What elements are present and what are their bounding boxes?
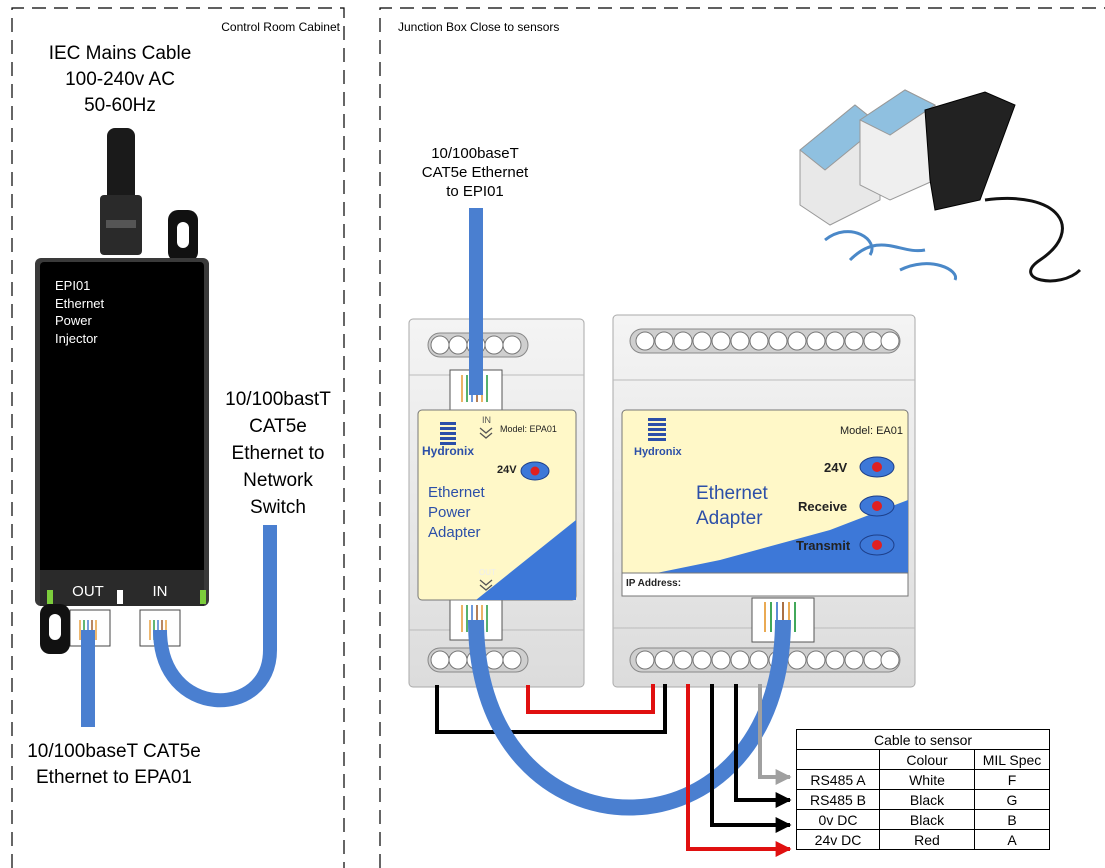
table-cell-mil: B	[974, 809, 1050, 830]
ea01-24v-label: 24V	[824, 460, 848, 475]
table-row: RS485 B Black G	[796, 789, 1050, 810]
injector-out-port-label: OUT	[72, 583, 104, 600]
ea01-brand: Hydronix	[634, 446, 682, 458]
ea01-transmit-label: Transmit	[796, 538, 851, 553]
table-cell-signal: 0v DC	[796, 809, 880, 830]
epa-ea-ethernet-cable	[468, 619, 791, 816]
table-title: Cable to sensor	[796, 729, 1050, 750]
injector-label: EPI01 Ethernet Power Injector	[55, 278, 105, 346]
ea01-receive-label: Receive	[798, 499, 848, 514]
table-title-row: Cable to sensor	[796, 729, 1050, 750]
table-header-colour: Colour	[879, 749, 975, 770]
epa01-brand-logo-icon	[440, 422, 456, 445]
epa01-out-chevron-icon	[479, 579, 493, 591]
ea01-model: Model: EA01	[840, 425, 903, 437]
table-cell-colour: Red	[879, 829, 975, 850]
epa01-model: Model: EPA01	[500, 424, 557, 434]
table-row: 24v DC Red A	[796, 829, 1050, 850]
epa-ea-power-wires	[435, 684, 667, 734]
junction-box-region	[379, 7, 1105, 868]
sensor-wires	[686, 684, 792, 857]
table-cell-mil: A	[974, 829, 1050, 850]
table-cell-colour: White	[879, 769, 975, 790]
table-cell-colour: Black	[879, 789, 975, 810]
network-ethernet-cable	[153, 525, 277, 708]
control-room-region	[11, 7, 345, 868]
epa01-in-label: IN	[482, 415, 491, 425]
epa01-24v-label: 24V	[497, 464, 517, 476]
table-cell-mil: G	[974, 789, 1050, 810]
epa01-module	[408, 318, 585, 688]
table-row: RS485 A White F	[796, 769, 1050, 790]
table-cell-signal: RS485 B	[796, 789, 880, 810]
injector-device	[35, 128, 209, 654]
ea01-module	[612, 314, 916, 688]
table-cell-signal: RS485 A	[796, 769, 880, 790]
product-photo	[799, 89, 1082, 283]
sensor-cable-table: Cable to sensor Colour MIL Spec RS485 A …	[796, 729, 1050, 850]
table-cell-signal: 24v DC	[796, 829, 880, 850]
epa01-in-chevron-icon	[479, 427, 493, 439]
injector-in-port-label: IN	[152, 583, 168, 600]
table-cell-mil: F	[974, 769, 1050, 790]
table-cell-colour: Black	[879, 809, 975, 830]
ea01-brand-logo-icon	[648, 418, 666, 441]
epa01-brand: Hydronix	[422, 444, 475, 458]
epa01-out-label: OUT	[479, 568, 496, 577]
table-header-row: Colour MIL Spec	[796, 749, 1050, 770]
table-row: 0v DC Black B	[796, 809, 1050, 830]
table-header-mil-spec: MIL Spec	[974, 749, 1050, 770]
ea01-ip-address-label: IP Address:	[626, 578, 682, 589]
control-room-label: Control Room Cabinet	[221, 20, 340, 34]
junction-box-label: Junction Box Close to sensors	[398, 20, 560, 34]
table-header-signal	[796, 749, 880, 770]
